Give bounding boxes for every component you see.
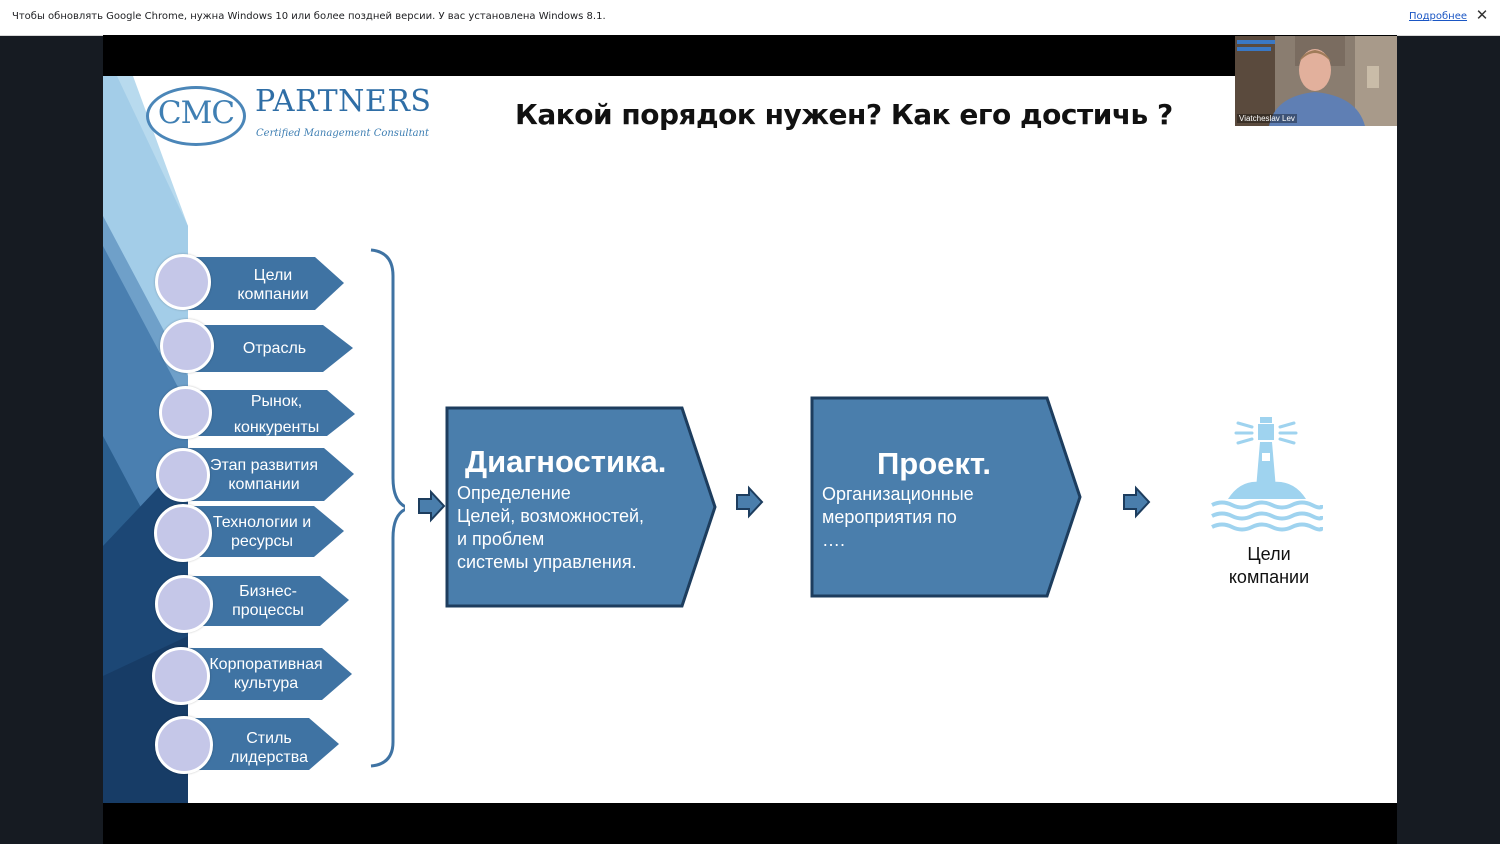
factor-circle (155, 575, 213, 633)
presentation-slide: CMC PARTNERS Certified Management Consul… (103, 76, 1397, 803)
logo-cmc-text: CMC (157, 95, 235, 131)
lighthouse-icon (1211, 417, 1323, 532)
factor-arrow-shape (185, 576, 349, 626)
factor-label: Бизнес-процессы (232, 583, 304, 619)
slide-title: Какой порядок нужен? Как его достичь ? (515, 98, 1173, 131)
project-title: Проект. (877, 446, 991, 481)
factor-arrow-shape (185, 718, 339, 770)
factor-arrow-shape (189, 390, 355, 436)
factor-circle (160, 319, 214, 373)
close-icon[interactable]: ✕ (1475, 7, 1489, 24)
arrow-right-icon (1123, 485, 1151, 519)
diagnostics-text: Определение Целей, возможностей, и пробл… (457, 483, 645, 572)
factor-arrow-shape (190, 325, 353, 372)
factor-circle (159, 386, 212, 439)
webcam-tile[interactable]: Viatcheslav Lev (1235, 36, 1397, 126)
factor-circle (156, 448, 210, 502)
project-box (810, 396, 1082, 598)
infobar-message: Чтобы обновлять Google Chrome, нужна Win… (12, 11, 606, 22)
participant-name: Viatcheslav Lev (1237, 114, 1297, 123)
webcam-video (1235, 36, 1397, 126)
factor-circle (154, 504, 212, 562)
curly-brace (370, 248, 405, 768)
factor-circle (155, 716, 213, 774)
update-infobar: Чтобы обновлять Google Chrome, нужна Win… (0, 0, 1500, 36)
learn-more-link[interactable]: Подробнее (1409, 11, 1468, 22)
arrow-right-icon (418, 489, 446, 523)
diagnostics-box (445, 406, 717, 608)
factor-arrow-shape (186, 448, 354, 501)
factor-arrow-shape (182, 648, 352, 700)
logo-partners-text: PARTNERS (255, 84, 432, 119)
factor-label: Отрасль (242, 340, 307, 357)
factor-arrow-shape (185, 257, 344, 310)
factor-circle (152, 647, 210, 705)
project-text: Организационные мероприятия по …. (822, 484, 974, 550)
factor-circle (155, 254, 211, 310)
diagnostics-title: Диагностика. (465, 444, 667, 479)
factor-label: Рынок,конкуренты (233, 393, 320, 436)
arrow-right-icon (736, 485, 764, 519)
factor-arrow-shape (184, 506, 344, 557)
logo-tagline: Certified Management Consultant (256, 128, 430, 139)
cmc-logo-oval (146, 86, 246, 146)
